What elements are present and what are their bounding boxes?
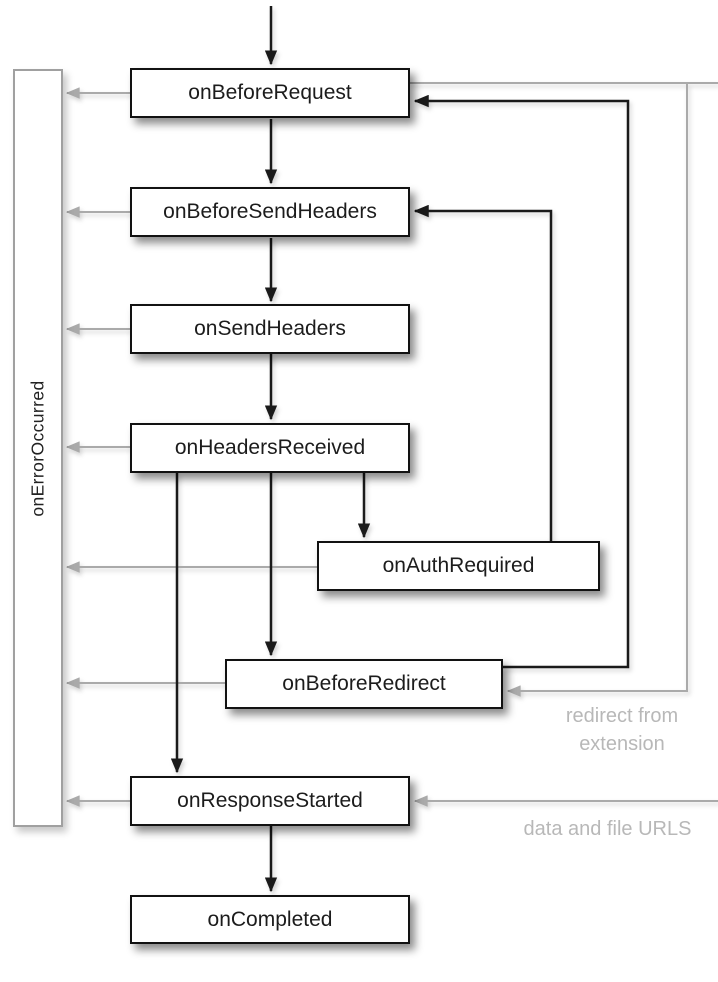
node-onCompleted: onCompleted: [130, 895, 410, 944]
error-bar-onErrorOccurred: onErrorOccurred: [13, 69, 63, 827]
node-onHeadersReceived: onHeadersReceived: [130, 423, 410, 473]
annotation-data-and-file-urls: data and file URLS: [523, 818, 692, 840]
node-onSendHeaders: onSendHeaders: [130, 304, 410, 354]
node-onBeforeRequest: onBeforeRequest: [130, 68, 410, 118]
arrow-redirect-from-extension-to-onBeforeRedirect: [506, 83, 688, 697]
node-onAuthRequired: onAuthRequired: [317, 541, 600, 591]
arrow-onBeforeRedirect-to-onBeforeRequest: [413, 94, 630, 669]
node-onBeforeRedirect: onBeforeRedirect: [225, 659, 503, 709]
arrow-onAuthRequired-to-onBeforeSendHeaders: [413, 204, 553, 541]
node-onResponseStarted: onResponseStarted: [130, 776, 410, 826]
error-bar-label: onErrorOccurred: [27, 379, 48, 517]
annotation-redirect-from-extension: redirect from extension: [565, 705, 679, 755]
node-onBeforeSendHeaders: onBeforeSendHeaders: [130, 187, 410, 237]
